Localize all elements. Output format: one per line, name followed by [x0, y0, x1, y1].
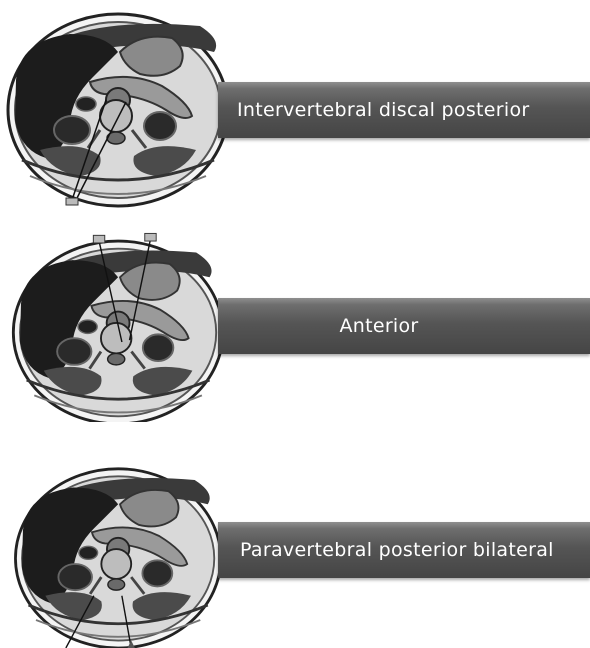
ct-axial-slice-image: [0, 452, 240, 648]
needle-hub-left: [93, 235, 104, 243]
approach-row-paravertebral: Paravertebral posterior bilateral: [0, 452, 590, 648]
needle-hub-right: [145, 233, 156, 241]
needle-hub: [66, 198, 78, 205]
approach-label-banner: Paravertebral posterior bilateral: [218, 522, 590, 578]
approach-label-banner: Intervertebral discal posterior: [218, 82, 590, 138]
approach-row-anterior: Anterior: [0, 222, 590, 422]
ct-axial-slice-image: [0, 0, 240, 210]
approach-label-text: Anterior: [339, 315, 418, 337]
ct-axial-slice-image: [0, 222, 240, 422]
approach-label-banner: Anterior: [218, 298, 590, 354]
approach-label-text: Paravertebral posterior bilateral: [240, 539, 554, 561]
approach-label-text: Intervertebral discal posterior: [237, 99, 530, 121]
approach-row-intervertebral: Intervertebral discal posterior: [0, 0, 590, 210]
